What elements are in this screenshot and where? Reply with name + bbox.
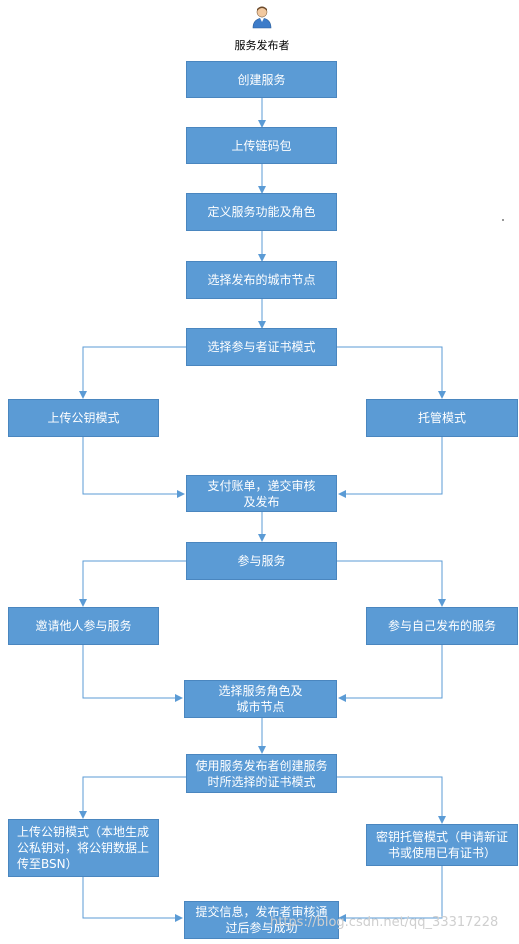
arrow-cert-to-upload-detail	[79, 776, 186, 819]
arrow-cert-to-upload-mode	[79, 346, 186, 399]
node-text: 使用服务发布者创建服务时所选择的证书模式	[195, 758, 328, 789]
arrow-join-to-invite	[79, 560, 186, 607]
node-text: 选择服务角色及城市节点	[218, 684, 303, 714]
node-text: 支付账单，递交审核及发布	[207, 478, 316, 509]
node-create-service: 创建服务	[186, 61, 337, 98]
arrow-own-to-role	[338, 645, 443, 702]
node-upload-package: 上传链码包	[186, 127, 337, 164]
node-text: 参与自己发布的服务	[387, 619, 496, 633]
node-text: 上传链码包	[231, 138, 292, 153]
node-select-role-city: 选择服务角色及城市节点	[184, 680, 337, 718]
arrow-upload-mode-to-pay	[82, 437, 185, 498]
node-text: 上传公钥模式（本地生成公私钥对，将公钥数据上传至BSN）	[17, 825, 150, 871]
node-upload-pubkey-mode: 上传公钥模式	[8, 399, 159, 437]
node-select-city-nodes: 选择发布的城市节点	[186, 261, 337, 299]
node-select-cert-mode: 选择参与者证书模式	[186, 328, 337, 366]
node-text: 密钥托管模式（申请新证书或使用已有证书）	[375, 830, 508, 860]
node-text: 定义服务功能及角色	[207, 205, 316, 219]
arrow-hosting-detail-to-submit	[338, 866, 443, 922]
node-text: 邀请他人参与服务	[35, 619, 132, 633]
node-use-publisher-cert-mode: 使用服务发布者创建服务时所选择的证书模式	[186, 754, 337, 793]
node-join-service: 参与服务	[186, 542, 337, 580]
node-submit-info: 提交信息，发布者审核通过后参与成功	[184, 901, 339, 939]
arrow-upload-detail-to-submit	[82, 877, 183, 922]
node-text: 提交信息，发布者审核通过后参与成功	[195, 905, 328, 935]
node-define-roles: 定义服务功能及角色	[186, 193, 337, 231]
node-text: 上传公钥模式	[47, 411, 120, 425]
user-icon	[252, 6, 272, 29]
node-hosted-mode: 托管模式	[366, 399, 518, 437]
arrow-hosted-mode-to-pay	[338, 437, 443, 498]
node-text: 参与服务	[237, 554, 286, 568]
actor-label: 服务发布者	[234, 39, 290, 52]
node-upload-pubkey-detail: 上传公钥模式（本地生成公私钥对，将公钥数据上传至BSN）	[8, 819, 159, 877]
node-key-hosting-detail: 密钥托管模式（申请新证书或使用已有证书）	[366, 824, 518, 866]
arrow-invite-to-role	[82, 645, 183, 702]
stray-dot	[502, 219, 504, 221]
arrow-join-to-own	[337, 560, 446, 607]
arrow-cert-to-hosting-detail	[337, 776, 446, 824]
watermark-text: https://blog.csdn.net/qq_33317228	[270, 915, 499, 930]
node-join-own-service: 参与自己发布的服务	[366, 607, 518, 645]
node-text: 选择参与者证书模式	[207, 340, 316, 354]
node-invite-others: 邀请他人参与服务	[8, 607, 159, 645]
node-text: 创建服务	[237, 72, 286, 87]
arrow-cert-to-hosted-mode	[337, 346, 446, 399]
node-pay-submit: 支付账单，递交审核及发布	[186, 475, 337, 512]
node-text: 选择发布的城市节点	[207, 273, 316, 287]
node-text: 托管模式	[417, 411, 466, 425]
